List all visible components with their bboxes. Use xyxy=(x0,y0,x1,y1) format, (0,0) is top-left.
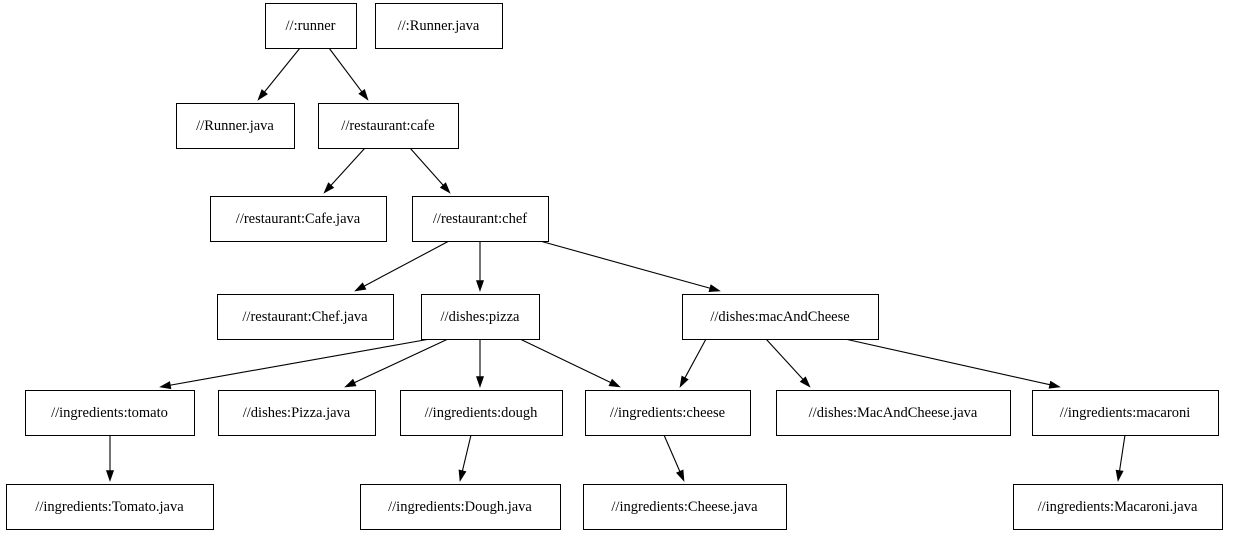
graph-edge xyxy=(475,241,485,292)
graph-edge xyxy=(354,240,450,292)
graph-edge xyxy=(1115,434,1126,482)
graph-node-label: //:runner xyxy=(286,18,336,34)
graph-node-label: //Runner.java xyxy=(196,118,274,134)
graph-node-label: //restaurant:Cafe.java xyxy=(236,211,361,227)
graph-node-ingMacaroni[interactable]: //ingredients:macaroni xyxy=(1031,389,1220,437)
graph-node-label: //ingredients:cheese xyxy=(610,405,725,421)
graph-node-label: //ingredients:Tomato.java xyxy=(35,499,184,515)
graph-node-ingTomato[interactable]: //ingredients:tomato xyxy=(24,389,196,437)
graph-node-label: //restaurant:cafe xyxy=(341,118,434,134)
graph-node-ingCheese[interactable]: //ingredients:cheese xyxy=(584,389,752,437)
graph-node-label: //:Runner.java xyxy=(398,18,480,34)
graph-edge xyxy=(539,240,721,292)
graph-edge xyxy=(458,434,472,482)
graph-node-label: //dishes:Pizza.java xyxy=(243,405,351,421)
graph-node-label: //dishes:MacAndCheese.java xyxy=(809,405,978,421)
graph-edge xyxy=(344,338,449,388)
graph-edge xyxy=(409,147,451,194)
graph-node-restaurantChefJava[interactable]: //restaurant:Chef.java xyxy=(216,293,395,341)
graph-node-ingCheeseJava[interactable]: //ingredients:Cheese.java xyxy=(582,483,788,531)
graph-node-runner[interactable]: //:runner xyxy=(264,2,358,50)
graph-node-ingTomatoJava[interactable]: //ingredients:Tomato.java xyxy=(5,483,215,531)
graph-node-label: //ingredients:Macaroni.java xyxy=(1038,499,1198,515)
graph-node-label: //ingredients:tomato xyxy=(51,405,168,421)
graph-node-label: //ingredients:Dough.java xyxy=(388,499,532,515)
graph-edge xyxy=(765,338,811,388)
graph-node-dishesPizzaJava[interactable]: //dishes:Pizza.java xyxy=(217,389,377,437)
graph-node-label: //dishes:macAndCheese xyxy=(710,309,849,325)
graph-node-restaurantCafeJava[interactable]: //restaurant:Cafe.java xyxy=(209,195,388,243)
graph-node-label: //ingredients:dough xyxy=(425,405,539,421)
graph-node-dishesPizza[interactable]: //dishes:pizza xyxy=(420,293,541,341)
graph-node-restaurantChef[interactable]: //restaurant:chef xyxy=(411,195,550,243)
graph-edge xyxy=(105,435,115,482)
graph-node-label: //dishes:pizza xyxy=(441,309,520,325)
graph-node-dishesMacJava[interactable]: //dishes:MacAndCheese.java xyxy=(775,389,1012,437)
graph-edge xyxy=(323,147,366,194)
graph-node-restaurantCafe[interactable]: //restaurant:cafe xyxy=(317,102,460,150)
graph-edge xyxy=(475,339,485,388)
graph-node-label: //ingredients:Cheese.java xyxy=(611,499,758,515)
graph-node-RunnerJavaRoot[interactable]: //:Runner.java xyxy=(374,2,504,50)
graph-edge xyxy=(159,338,431,390)
graph-node-label: //restaurant:chef xyxy=(433,211,527,227)
graph-edge xyxy=(257,47,301,101)
graph-node-ingDoughJava[interactable]: //ingredients:Dough.java xyxy=(359,483,562,531)
graph-edge xyxy=(519,338,621,388)
graph-edge xyxy=(663,434,685,482)
graph-node-label: //restaurant:Chef.java xyxy=(242,309,368,325)
graph-node-RunnerJava[interactable]: //Runner.java xyxy=(175,102,296,150)
graph-node-ingDough[interactable]: //ingredients:dough xyxy=(399,389,564,437)
graph-node-label: //ingredients:macaroni xyxy=(1060,405,1190,421)
nodes-layer: //:runner //:Runner.java //Runner.java //re… xyxy=(5,2,1224,531)
graph-edge xyxy=(844,338,1061,389)
graph-edge xyxy=(679,338,707,388)
graph-node-dishesMac[interactable]: //dishes:macAndCheese xyxy=(681,293,880,341)
edges-layer xyxy=(105,47,1126,482)
graph-node-ingMacaroniJava[interactable]: //ingredients:Macaroni.java xyxy=(1012,483,1224,531)
graph-edge xyxy=(328,47,369,101)
